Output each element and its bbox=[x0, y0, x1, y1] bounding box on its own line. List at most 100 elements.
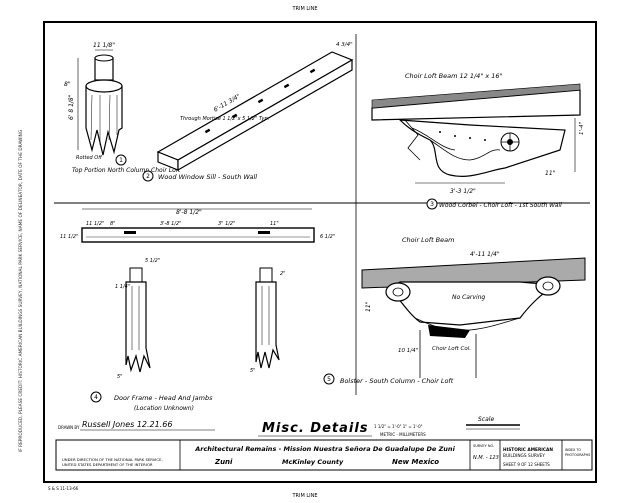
location-zuni: Zuni bbox=[214, 458, 233, 466]
corbel-dim-depth: 1'-4" bbox=[579, 122, 585, 135]
post-body bbox=[85, 85, 123, 156]
door-sub-caption: (Location Unknown) bbox=[134, 405, 194, 412]
door-caption: Door Frame - Head And Jambs bbox=[114, 394, 213, 402]
jamb-right-tenon bbox=[259, 267, 273, 283]
sill-top-face bbox=[156, 51, 354, 161]
survey-no-label: SURVEY NO. bbox=[473, 444, 494, 448]
index-line-0: INDEX TO bbox=[565, 448, 581, 452]
title-band bbox=[55, 439, 593, 471]
door-dim-top-0: 11 1/2" bbox=[86, 221, 104, 227]
corbel-beam-shade bbox=[371, 83, 581, 109]
bolster-body bbox=[389, 281, 557, 326]
door-dim-c-left: 5" bbox=[117, 374, 122, 380]
door-mortise-left bbox=[124, 231, 136, 234]
survey-no: N.M. - 123 bbox=[473, 455, 499, 461]
jamb-left-tenon bbox=[129, 267, 143, 283]
sill-mortise bbox=[204, 128, 211, 134]
sill-mortise bbox=[283, 83, 290, 89]
door-dim-top-2: 3'-8 1/2" bbox=[160, 221, 181, 227]
corbel-dim-width: 3'-3 1/2" bbox=[450, 188, 476, 195]
scale-line-0: 1 1/2" = 1'-0" 1" = 1'-0" bbox=[374, 424, 423, 429]
bolster-dim-column: 10 1/4" bbox=[398, 348, 418, 354]
scale-line-1: METRIC - MILLIMETERS bbox=[380, 432, 426, 437]
post-grain bbox=[108, 94, 111, 141]
bolster-beam bbox=[361, 257, 586, 289]
bolster-column-label: Choir Loft Col. bbox=[432, 346, 471, 352]
door-head-beam bbox=[81, 227, 315, 243]
corbel-caption: Wood Corbel - Choir Loft - 1st South Wal… bbox=[439, 202, 562, 209]
detail-number-1 bbox=[115, 154, 127, 166]
post-dim-cap: 8" bbox=[64, 81, 71, 88]
bolster-dim-length: 4'-11 1/4" bbox=[470, 251, 500, 258]
bolster-scroll-right bbox=[535, 276, 561, 296]
detail-number-5 bbox=[323, 373, 335, 385]
corbel-scroll-2 bbox=[411, 127, 456, 151]
jamb-left-post bbox=[125, 281, 151, 373]
corbel-body bbox=[398, 119, 566, 177]
door-dim-top-3: 3" 1/2" bbox=[218, 221, 235, 227]
bolster-shadow bbox=[428, 325, 470, 338]
detail-wood-corbel: Choir Loft Beam 12 1/4" x 16" 3'-3 1/2" … bbox=[371, 72, 585, 210]
habs-line-1: BUILDINGS SURVEY bbox=[503, 453, 545, 459]
detail-number-2-label: 2 bbox=[146, 173, 150, 180]
trim-line-bottom: TRIM LINE bbox=[291, 493, 317, 499]
sill-dim-end: 4 3/4" bbox=[336, 42, 353, 48]
post-dim-side: 6' 8 1/8" bbox=[68, 94, 75, 120]
bolster-scroll-right-inner bbox=[542, 281, 554, 291]
title-block: Misc. Details DRAWN BY Russell Jones 12.… bbox=[48, 416, 593, 491]
drawn-by: Russell Jones 12.21.66 bbox=[82, 420, 172, 429]
corner-code: S & S 11-13-66 bbox=[48, 486, 79, 491]
bolster-title: Choir Loft Beam bbox=[402, 236, 454, 244]
bolster-note: No Carving bbox=[452, 294, 485, 301]
corbel-dot bbox=[439, 131, 441, 133]
bolster-dim-height: 11" bbox=[365, 301, 372, 312]
corbel-dot bbox=[484, 139, 486, 141]
post-caption: Top Portion North Column Choir Loft bbox=[72, 167, 181, 174]
bolster-caption: Bolster - South Column - Choir Loft bbox=[340, 377, 454, 385]
scale-label: Scale bbox=[478, 416, 494, 423]
sill-mortise bbox=[309, 68, 316, 74]
corbel-scroll bbox=[429, 139, 501, 161]
sheet-border bbox=[43, 21, 597, 483]
corbel-title: Choir Loft Beam 12 1/4" x 16" bbox=[405, 72, 503, 80]
detail-number-5-label: 5 bbox=[327, 376, 331, 383]
post-dim-top: 11 1/8" bbox=[93, 42, 115, 49]
sill-side-face bbox=[177, 58, 353, 172]
detail-post-north-column: 11 1/8" 6' 8 1/8" 8" Rotted Off 1 Top Po… bbox=[64, 42, 181, 174]
door-dim-right: 6 1/2" bbox=[320, 234, 335, 240]
door-dim-a: 1 1/4" bbox=[115, 284, 130, 290]
location-county: McKinley County bbox=[282, 458, 344, 466]
corbel-dot bbox=[469, 137, 471, 139]
door-dim-total: 8'-8 1/2" bbox=[176, 209, 202, 216]
bolster-scroll-left bbox=[385, 282, 411, 302]
detail-number-4 bbox=[90, 391, 102, 403]
sill-note: Through Mortise 1 1/2"x 5 1/2" Typ. bbox=[180, 116, 269, 122]
detail-number-3 bbox=[426, 198, 438, 210]
detail-number-3-label: 3 bbox=[430, 201, 434, 208]
sill-caption: Wood Window Sill - South Wall bbox=[158, 173, 257, 181]
project-title: Architectural Remains - Mission Nuestra … bbox=[194, 445, 455, 453]
door-dim-c-right: 5" bbox=[250, 368, 255, 374]
drawn-by-label: DRAWN BY bbox=[58, 425, 80, 430]
post-grain bbox=[90, 94, 93, 141]
door-dim-tenon: 5 1/2" bbox=[145, 258, 160, 264]
detail-door-frame: 8'-8 1/2" 11 1/2" 8" 3'-8 1/2" 3" 1/2" 1… bbox=[60, 208, 335, 412]
corbel-dot bbox=[454, 135, 456, 137]
sill-mortise bbox=[231, 113, 238, 119]
habs-line-0: HISTORIC AMERICAN bbox=[503, 447, 553, 453]
side-credit-note: IF REPRODUCED, PLEASE CREDIT: HISTORIC A… bbox=[18, 130, 24, 452]
trim-line-top: TRIM LINE bbox=[291, 6, 317, 12]
corbel-dim-height: 11" bbox=[545, 170, 556, 177]
door-dim-top-1: 8" bbox=[110, 221, 115, 227]
detail-number-1-label: 1 bbox=[119, 157, 123, 164]
location-state: New Mexico bbox=[392, 458, 439, 466]
drawing-title: Misc. Details bbox=[262, 421, 369, 436]
post-cap-ellipse bbox=[85, 79, 123, 93]
agency-line-1: UNITED STATES DEPARTMENT OF THE INTERIOR bbox=[62, 462, 153, 467]
detail-bolster: Choir Loft Beam 4'-11 1/4" No Carving Ch… bbox=[323, 236, 586, 385]
post-top-ellipse bbox=[94, 54, 114, 62]
detail-window-sill: 6'-11 3/4" 4 3/4" Through Mortise 1 1/2"… bbox=[142, 42, 354, 182]
agency-line-0: UNDER DIRECTION OF THE NATIONAL PARK SER… bbox=[62, 457, 163, 462]
post-note: Rotted Off bbox=[76, 155, 103, 161]
